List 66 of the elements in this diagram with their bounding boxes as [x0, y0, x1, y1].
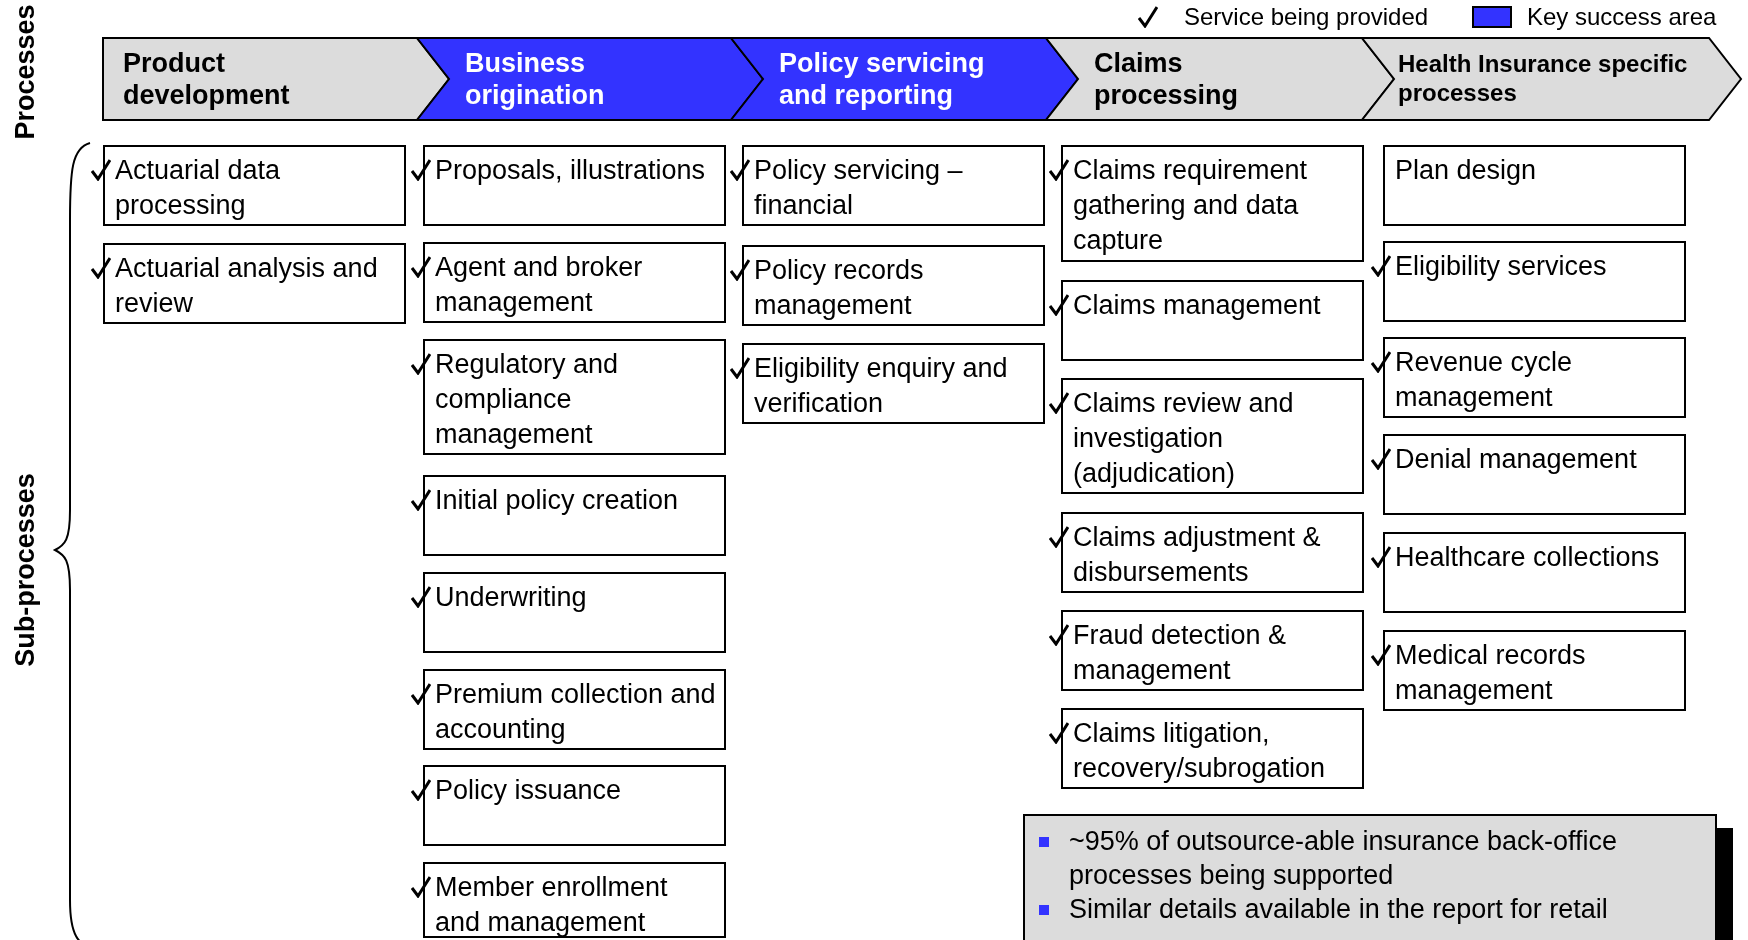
subprocess-box — [423, 145, 726, 226]
note-text: Similar details available in the report for retail — [1069, 894, 1608, 924]
subprocess-box — [103, 145, 406, 226]
process-label: Product development — [123, 46, 291, 112]
subprocess-box — [1383, 630, 1686, 711]
process-chevron — [1362, 38, 1741, 120]
subprocess-box — [742, 145, 1045, 226]
axis-label: Processes — [9, 4, 41, 140]
subprocess-label: Initial policy creation — [435, 484, 680, 517]
subprocess-label: Claims adjustment & disbursements — [1073, 521, 1322, 589]
subprocess-label: Proposals, illustrations — [435, 154, 707, 187]
subprocess-label: Policy servicing – financial — [754, 154, 964, 222]
subprocess-box — [1061, 708, 1364, 789]
subprocess-label: Medical records management — [1395, 639, 1587, 707]
process-label: Claims processing — [1094, 46, 1240, 112]
subprocess-box — [1061, 512, 1364, 593]
subprocess-box — [1061, 610, 1364, 691]
subprocess-box — [1383, 434, 1686, 515]
subprocess-label: Eligibility enquiry and verification — [754, 352, 1009, 420]
axis-label: Sub-processes — [9, 473, 41, 667]
subprocess-box — [742, 245, 1045, 326]
subprocess-label: Regulatory and compliance management — [435, 348, 620, 451]
subprocess-label: Eligibility services — [1395, 250, 1608, 283]
subprocess-label: Member enrollment and management — [435, 871, 669, 939]
process-label: Policy servicing and reporting — [779, 46, 986, 112]
process-label: Business origination — [465, 46, 606, 112]
subprocess-label: Policy records management — [754, 254, 925, 322]
subprocess-label: Denial management — [1395, 443, 1638, 476]
subprocess-box — [423, 765, 726, 846]
subprocess-box — [423, 669, 726, 750]
process-chevron — [417, 38, 763, 120]
legend-label: Service being provided — [1184, 3, 1429, 31]
subprocess-box — [423, 475, 726, 556]
process-label: Health Insurance specific processes — [1398, 50, 1689, 108]
subprocess-label: Healthcare collections — [1395, 541, 1661, 574]
subprocess-box — [1061, 280, 1364, 361]
subprocess-box — [423, 572, 726, 653]
subprocess-label: Claims management — [1073, 289, 1322, 322]
subprocess-box — [1383, 145, 1686, 226]
subprocess-box — [1383, 337, 1686, 418]
subprocess-box — [1061, 145, 1364, 262]
legend-label: Key success area — [1527, 3, 1717, 31]
subprocess-box — [423, 242, 726, 323]
subprocess-label: Underwriting — [435, 581, 588, 614]
subprocess-label: Actuarial analysis and review — [115, 252, 379, 320]
process-chevron — [1046, 38, 1394, 120]
subprocess-label: Revenue cycle management — [1395, 346, 1574, 414]
subprocess-label: Fraud detection & management — [1073, 619, 1288, 687]
subprocess-box — [103, 243, 406, 324]
subprocess-label: Claims requirement gathering and data capture — [1073, 154, 1309, 257]
subprocess-box — [1061, 378, 1364, 494]
subprocess-box — [423, 862, 726, 938]
subprocess-label: Claims litigation, recovery/subrogation — [1073, 717, 1327, 785]
subprocess-label: Actuarial data processing — [115, 154, 282, 222]
subprocess-box — [1383, 241, 1686, 322]
subprocess-box — [742, 343, 1045, 424]
process-chevron — [103, 38, 449, 120]
subprocess-box — [1383, 532, 1686, 613]
subprocess-label: Plan design — [1395, 154, 1538, 187]
subprocess-label: Premium collection and accounting — [435, 678, 717, 746]
process-chevron — [731, 38, 1078, 120]
subprocess-label: Policy issuance — [435, 774, 623, 807]
subprocess-label: Claims review and investigation (adjudication) — [1073, 387, 1295, 490]
subprocess-label: Agent and broker management — [435, 251, 644, 319]
subprocess-box — [423, 339, 726, 455]
note-text: ~95% of outsource-able insurance back-office processes being supported — [1069, 826, 1618, 890]
